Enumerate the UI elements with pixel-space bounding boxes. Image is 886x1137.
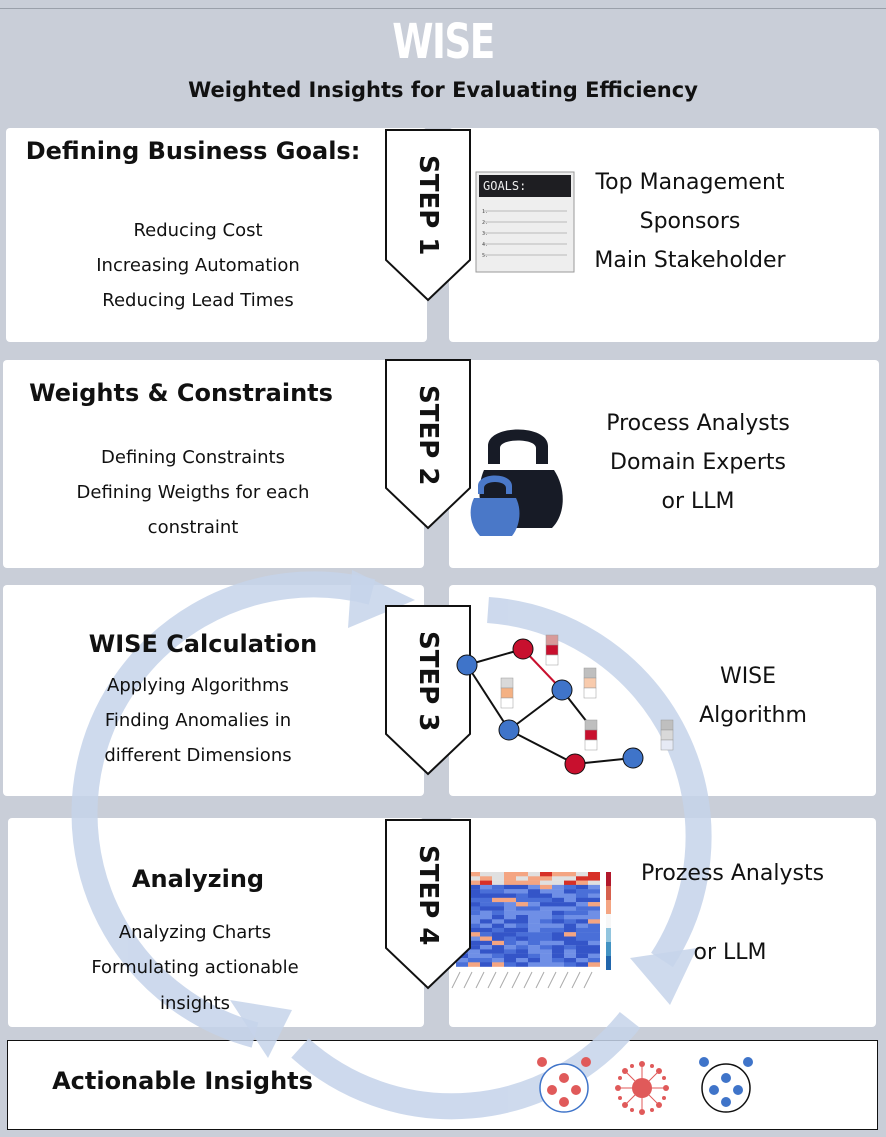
svg-text:1.: 1.	[482, 209, 488, 215]
step1-line-2: Increasing Automation	[96, 255, 300, 276]
goals-list-icon: 1. 2. 3. 4. 5. GOALS:	[475, 171, 575, 273]
step1-line-1: Reducing Cost	[133, 220, 263, 241]
step1-left-panel	[6, 128, 427, 342]
step2-right-line-1: Process Analysts	[606, 411, 790, 436]
step1-right-line-2: Sponsors	[639, 209, 741, 234]
goals-list-heading: GOALS:	[483, 179, 527, 193]
svg-text:4.: 4.	[482, 242, 488, 248]
step1-badge: STEP 1	[384, 128, 472, 302]
step3-title: WISE Calculation	[88, 630, 318, 658]
step2-right-panel	[449, 360, 879, 568]
page-subtitle: Weighted Insights for Evaluating Efficie…	[188, 78, 698, 102]
kettlebell-icon	[466, 418, 566, 538]
cluster-icon-burst	[615, 1061, 669, 1115]
cluster-icon-red	[537, 1057, 591, 1113]
step3-right-line-1: WISE	[719, 664, 777, 689]
step2-right-line-2: Domain Experts	[610, 450, 786, 475]
step3-line-3: different Dimensions	[104, 745, 292, 766]
step3-line-1: Applying Algorithms	[107, 675, 289, 696]
graph-network-icon	[455, 630, 685, 780]
step1-line-3: Reducing Lead Times	[102, 290, 294, 311]
step2-left-panel	[3, 360, 424, 568]
step1-right-line-3: Main Stakeholder	[594, 248, 786, 273]
step4-line-1: Analyzing Charts	[118, 922, 272, 943]
cluster-icon-blue	[699, 1057, 753, 1113]
step3-line-2: Finding Anomalies in	[104, 710, 292, 731]
svg-text:5.: 5.	[482, 253, 488, 259]
footer-title: Actionable Insights	[52, 1067, 313, 1095]
step4-title: Analyzing	[131, 865, 265, 893]
step3-right-line-2: Algorithm	[699, 703, 807, 728]
step2-label: STEP 2	[413, 385, 443, 486]
cluster-icons	[532, 1052, 762, 1118]
step2-right-line-3: or LLM	[661, 489, 735, 514]
step4-right-line-1: Prozess Analysts	[640, 861, 825, 886]
step3-label: STEP 3	[413, 631, 443, 732]
svg-text:2.: 2.	[482, 220, 488, 226]
step1-title: Defining Business Goals:	[25, 137, 361, 165]
step4-line-3: insights	[159, 993, 231, 1014]
step2-line-1: Defining Constraints	[101, 447, 285, 468]
heatmap-icon	[448, 866, 620, 992]
step1-label: STEP 1	[413, 155, 443, 256]
page-title: WISE	[392, 14, 495, 70]
step1-right-line-1: Top Management	[595, 170, 785, 195]
step2-line-2: Defining Weigths for each	[76, 482, 310, 503]
step2-title: Weights & Constraints	[29, 379, 333, 407]
step3-badge: STEP 3	[384, 604, 472, 776]
step2-line-3: constraint	[147, 517, 239, 538]
step4-line-2: Formulating actionable	[91, 957, 299, 978]
step4-label: STEP 4	[413, 845, 443, 946]
step2-badge: STEP 2	[384, 358, 472, 530]
top-border	[0, 8, 886, 9]
step4-badge: STEP 4	[384, 818, 472, 990]
step4-right-line-2: or LLM	[693, 940, 767, 965]
svg-text:3.: 3.	[482, 231, 488, 237]
